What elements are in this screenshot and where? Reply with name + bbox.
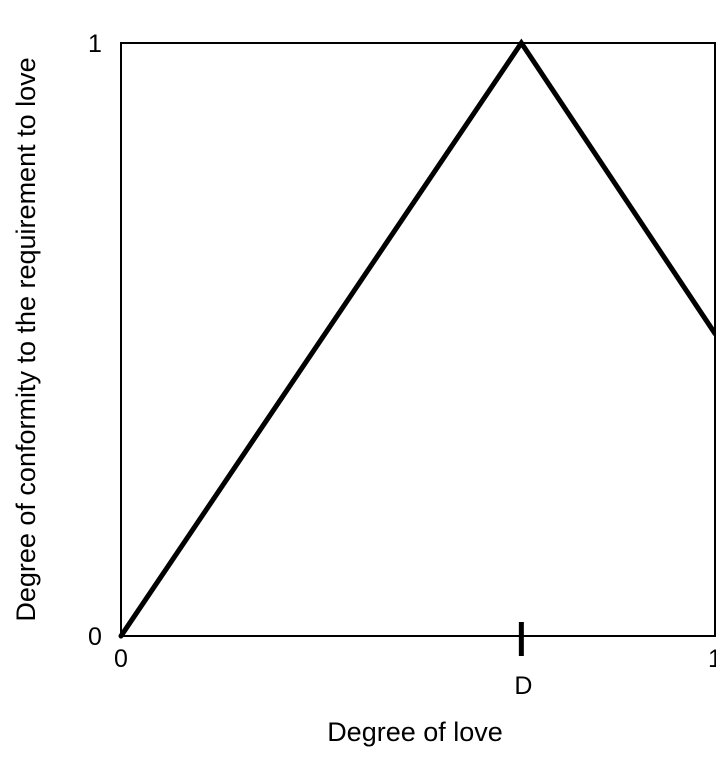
- y-tick-label: 1: [88, 30, 102, 58]
- x-axis-label: Degree of love: [327, 717, 503, 747]
- y-axis-label: Degree of conformity to the requirement …: [11, 57, 41, 621]
- series-line: [118, 38, 716, 639]
- y-tick-label: 0: [88, 623, 102, 651]
- d-marker-label: D: [514, 672, 532, 700]
- y-tick-labels: 01: [88, 30, 102, 651]
- x-tick-label: 0: [114, 645, 128, 673]
- plot-frame: [120, 42, 716, 637]
- x-tick-label: 1: [708, 645, 716, 673]
